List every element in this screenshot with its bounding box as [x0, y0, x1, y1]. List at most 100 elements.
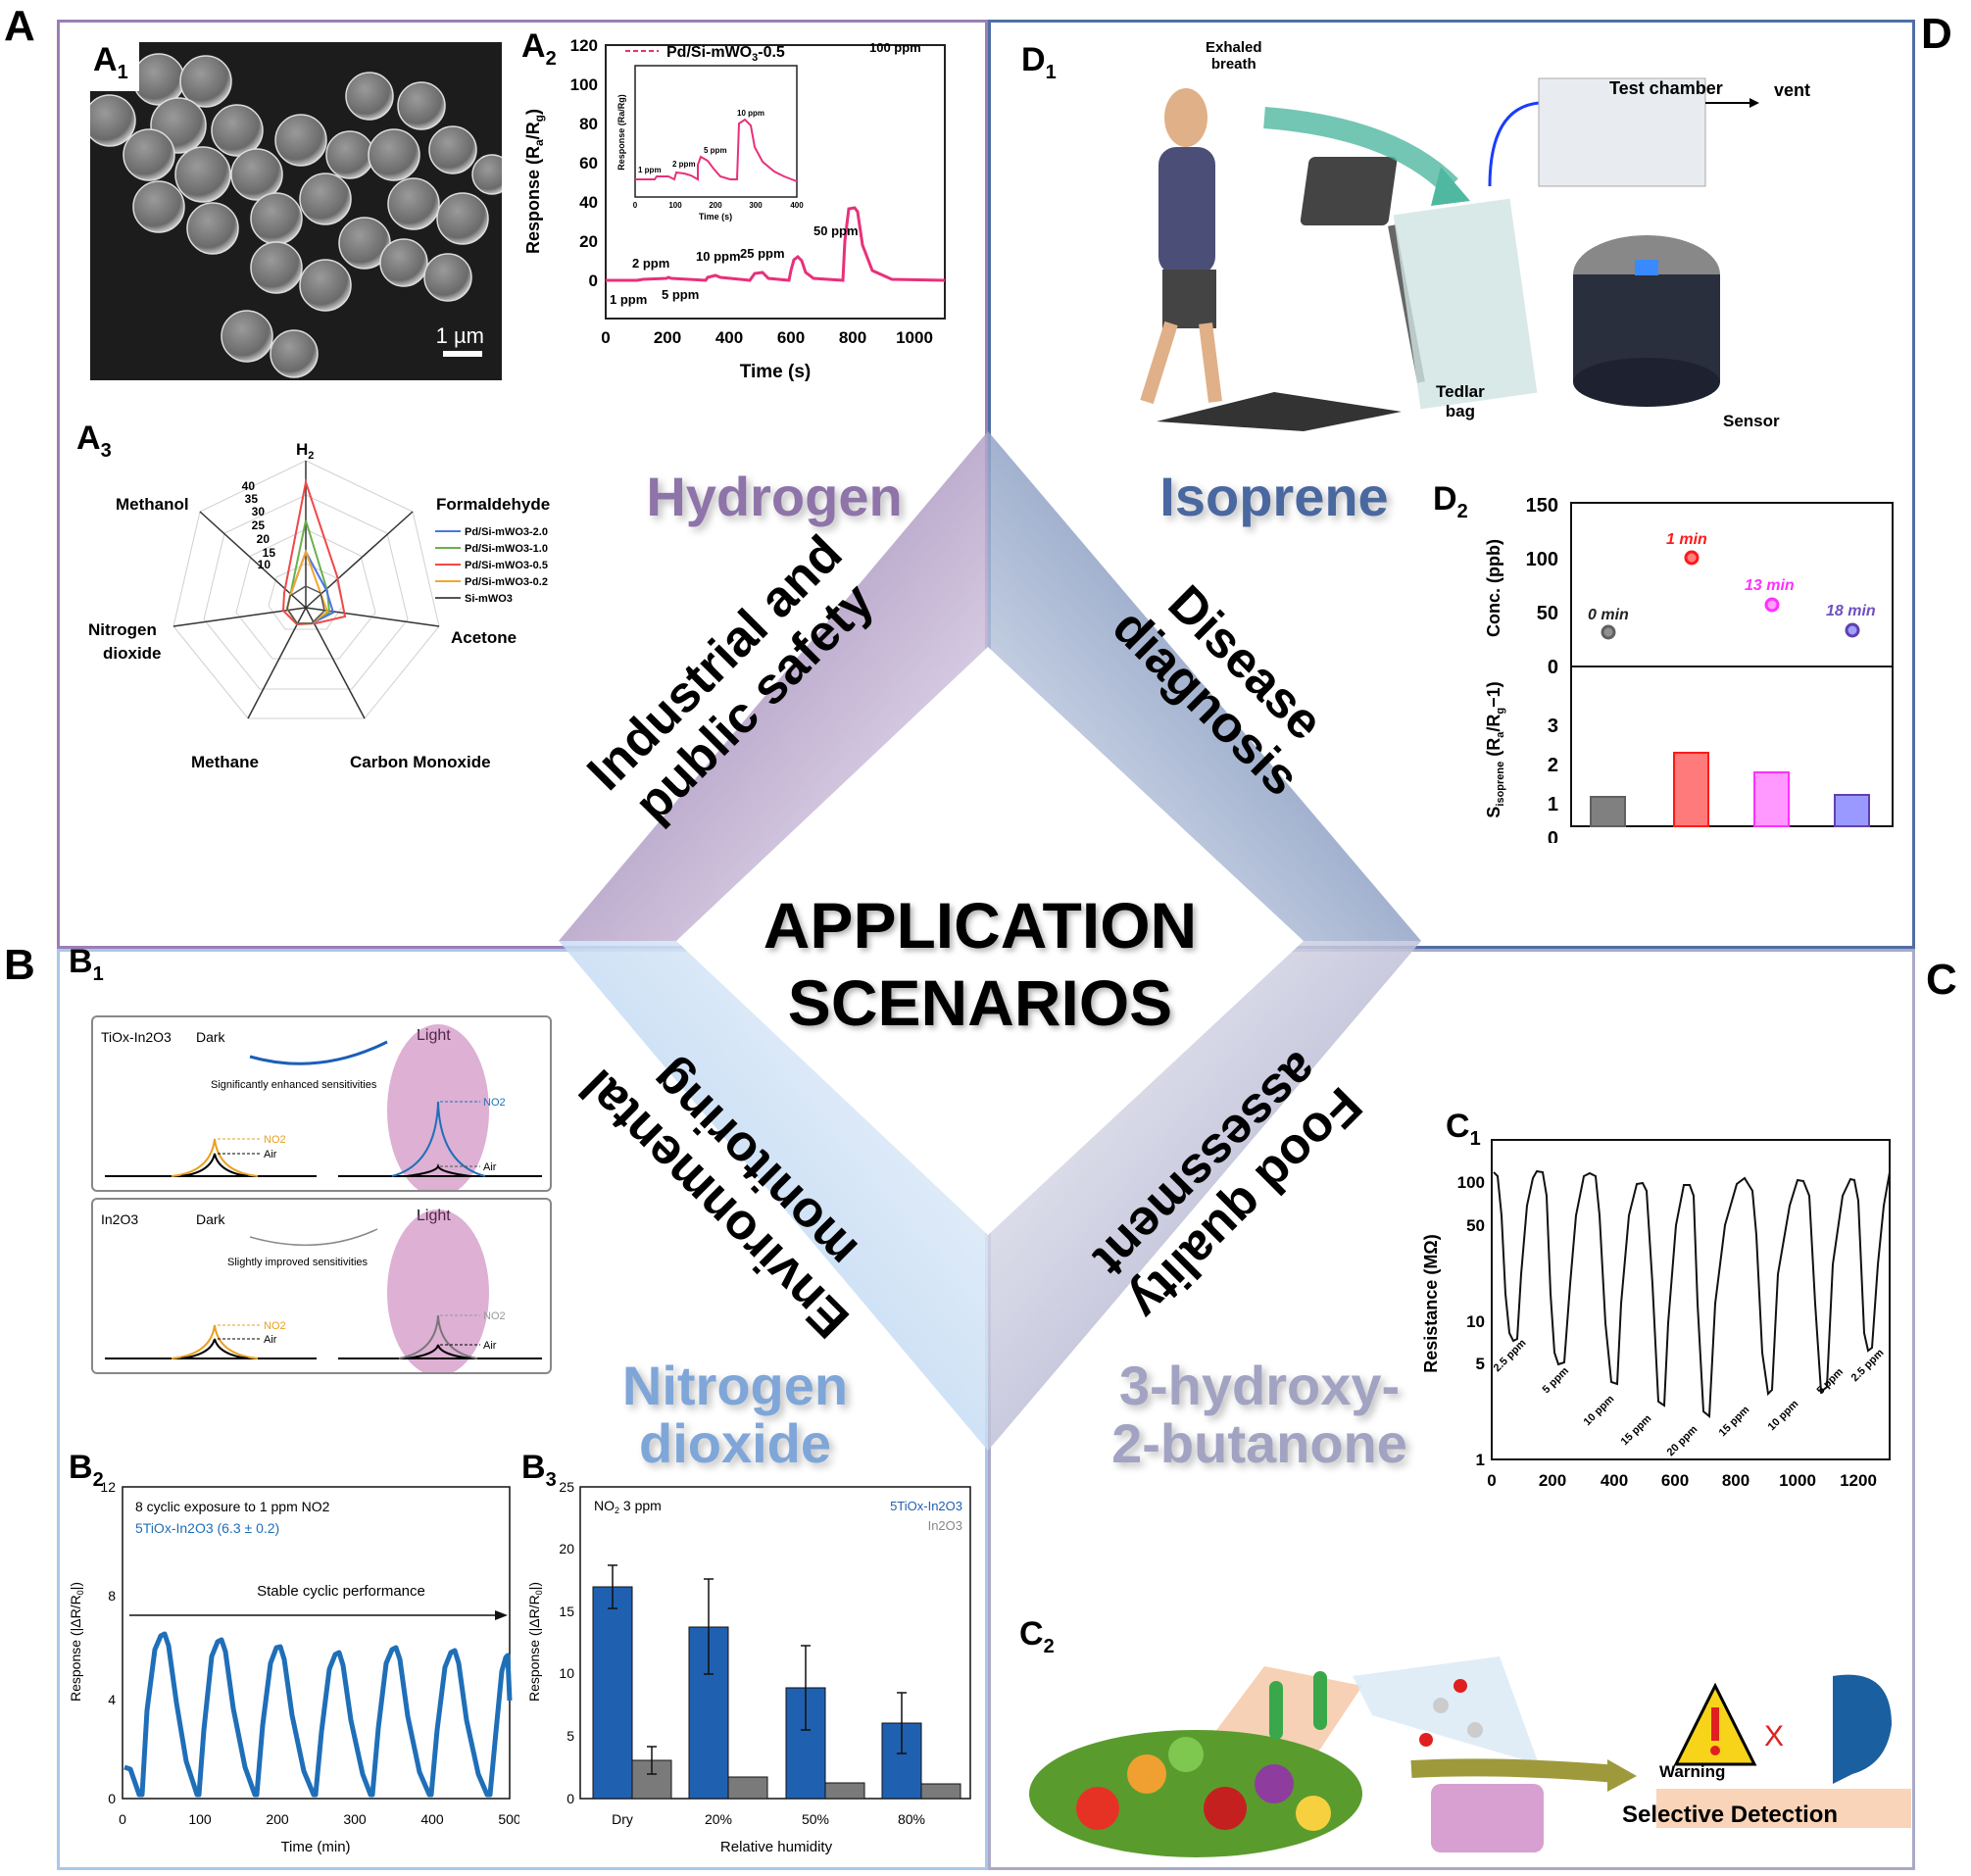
svg-text:1000: 1000	[896, 328, 933, 347]
svg-text:100: 100	[570, 75, 598, 94]
air-label: Air	[264, 1334, 277, 1346]
label-line: Exhaled	[1206, 39, 1262, 56]
flow-arrow-icon	[1488, 101, 1540, 187]
section-letter-d: D	[1921, 10, 1952, 58]
panel-label-b2: B2	[69, 1449, 104, 1492]
svg-text:0: 0	[601, 328, 610, 347]
panel-letter: C	[1019, 1615, 1044, 1653]
test-chamber-icon	[1538, 77, 1706, 187]
svg-text:40: 40	[242, 479, 256, 493]
svg-text:dioxide: dioxide	[103, 644, 162, 663]
svg-text:NO2 3 ppm: NO2 3 ppm	[594, 1498, 662, 1515]
svg-text:1200: 1200	[1840, 1471, 1877, 1490]
label-line: Tedlar	[1436, 382, 1485, 401]
svg-text:Response (|ΔR/R0|): Response (|ΔR/R0|)	[526, 1582, 544, 1702]
svg-text:0: 0	[589, 272, 598, 290]
air-label: Air	[483, 1340, 497, 1352]
svg-text:35: 35	[245, 492, 259, 506]
svg-text:200: 200	[266, 1811, 289, 1827]
caption: Significantly enhanced sensitivities	[211, 1079, 377, 1091]
panel-sub: 3	[100, 439, 112, 462]
airflow-arrow-icon	[1263, 107, 1458, 194]
annotation-2: 5TiOx-In2O3 (6.3 ± 0.2)	[135, 1520, 279, 1536]
b1-bottom-diagram: NO2 Air NO2 Air	[105, 1210, 542, 1372]
svg-text:Conc. (ppb): Conc. (ppb)	[1484, 539, 1503, 637]
a1-label-bg	[90, 42, 139, 91]
svg-text:400: 400	[1601, 1471, 1628, 1490]
svg-text:13 min: 13 min	[1745, 577, 1795, 594]
arrow-label: Stable cyclic performance	[257, 1583, 425, 1600]
gas-sensor-icon	[1431, 1784, 1544, 1852]
svg-text:1000: 1000	[1779, 1471, 1816, 1490]
svg-text:Si-mWO3: Si-mWO3	[465, 593, 513, 605]
vegetables-icon	[1029, 1730, 1362, 1857]
gas-line-2: dioxide	[638, 1411, 832, 1474]
panel-sub: 1	[1045, 61, 1057, 83]
svg-text:Methanol: Methanol	[116, 495, 189, 514]
svg-text:Pd/Si-mWO3-0.5: Pd/Si-mWO3-0.5	[666, 44, 785, 64]
caption: Slightly improved sensitivities	[227, 1257, 369, 1268]
svg-text:0: 0	[1487, 1471, 1496, 1490]
svg-text:0 min: 0 min	[1588, 607, 1629, 623]
gas-line-1: 3-hydroxy-	[1118, 1355, 1401, 1416]
bacteria-icon	[1269, 1681, 1283, 1740]
svg-text:20: 20	[559, 1541, 574, 1556]
svg-text:25 ppm: 25 ppm	[740, 246, 785, 261]
svg-text:2 ppm: 2 ppm	[672, 160, 696, 169]
y-axis-label: Resistance (MΩ)	[1421, 1234, 1441, 1372]
panel-label-c2: C2	[1019, 1615, 1055, 1658]
b1-tiox-in2o3-box: TiOx-In2O3 Dark Light Significantly enha…	[91, 1015, 552, 1192]
panel-label-a1: A1	[93, 41, 128, 84]
breath-sampling-illustration	[1140, 77, 1759, 431]
svg-text:Response (|ΔR/R0|): Response (|ΔR/R0|)	[68, 1582, 85, 1702]
svg-text:5 ppm: 5 ppm	[1541, 1365, 1572, 1397]
svg-text:Dry: Dry	[612, 1811, 633, 1827]
svg-text:25: 25	[252, 518, 266, 532]
svg-text:Pd/Si-mWO3-0.2: Pd/Si-mWO3-0.2	[465, 576, 548, 588]
panel-label-c1: C1	[1446, 1108, 1481, 1151]
panel-letter: B	[521, 1449, 546, 1486]
improve-arrow-icon	[249, 1228, 378, 1247]
svg-text:8: 8	[108, 1588, 116, 1604]
panel-label-a3: A3	[76, 420, 112, 463]
svg-text:80: 80	[579, 115, 598, 133]
label-line: bag	[1445, 402, 1475, 420]
svg-text:400: 400	[715, 328, 743, 347]
material-label: In2O3	[101, 1211, 139, 1227]
svg-text:100: 100	[1457, 1173, 1485, 1192]
svg-text:600: 600	[1661, 1471, 1689, 1490]
no2-label: NO2	[483, 1310, 506, 1322]
svg-text:100 ppm: 100 ppm	[869, 40, 921, 55]
svg-text:10 ppm: 10 ppm	[1582, 1393, 1617, 1428]
b1-top-diagram: NO2 Air NO2 Air	[105, 1024, 542, 1190]
section-letter-c: C	[1926, 956, 1957, 1004]
svg-text:60: 60	[579, 154, 598, 173]
svg-text:200: 200	[709, 201, 722, 210]
svg-text:300: 300	[749, 201, 763, 210]
svg-text:Time (s): Time (s)	[740, 362, 812, 382]
svg-text:500: 500	[498, 1811, 519, 1827]
svg-text:4: 4	[108, 1692, 116, 1707]
panel-label-b3: B3	[521, 1449, 557, 1492]
x-axis-label: Relative humidity	[720, 1839, 833, 1855]
gas-label-3-hydroxy-2-butanone: 3-hydroxy- 2-butanone	[1088, 1355, 1431, 1473]
annotation-1: 8 cyclic exposure to 1 ppm NO2	[135, 1499, 330, 1514]
svg-text:18 min: 18 min	[1826, 603, 1876, 619]
svg-text:2.5 ppm: 2.5 ppm	[1492, 1337, 1529, 1374]
svg-text:0: 0	[633, 201, 638, 210]
svg-text:Response (Ra/Rg): Response (Ra/Rg)	[523, 109, 546, 254]
panel-letter: A	[93, 41, 118, 78]
svg-text:50%: 50%	[802, 1811, 829, 1827]
svg-text:Pd/Si-mWO3-1.0: Pd/Si-mWO3-1.0	[465, 543, 548, 555]
material-label: TiOx-In2O3	[101, 1029, 172, 1045]
svg-text:80%: 80%	[898, 1811, 925, 1827]
svg-text:1 ppm: 1 ppm	[610, 292, 647, 307]
cross-mark: X	[1764, 1720, 1785, 1753]
panel-letter: D	[1433, 480, 1457, 518]
no2-label: NO2	[264, 1134, 286, 1146]
svg-text:Time (s): Time (s)	[699, 212, 732, 222]
svg-text:Methane: Methane	[191, 753, 259, 771]
